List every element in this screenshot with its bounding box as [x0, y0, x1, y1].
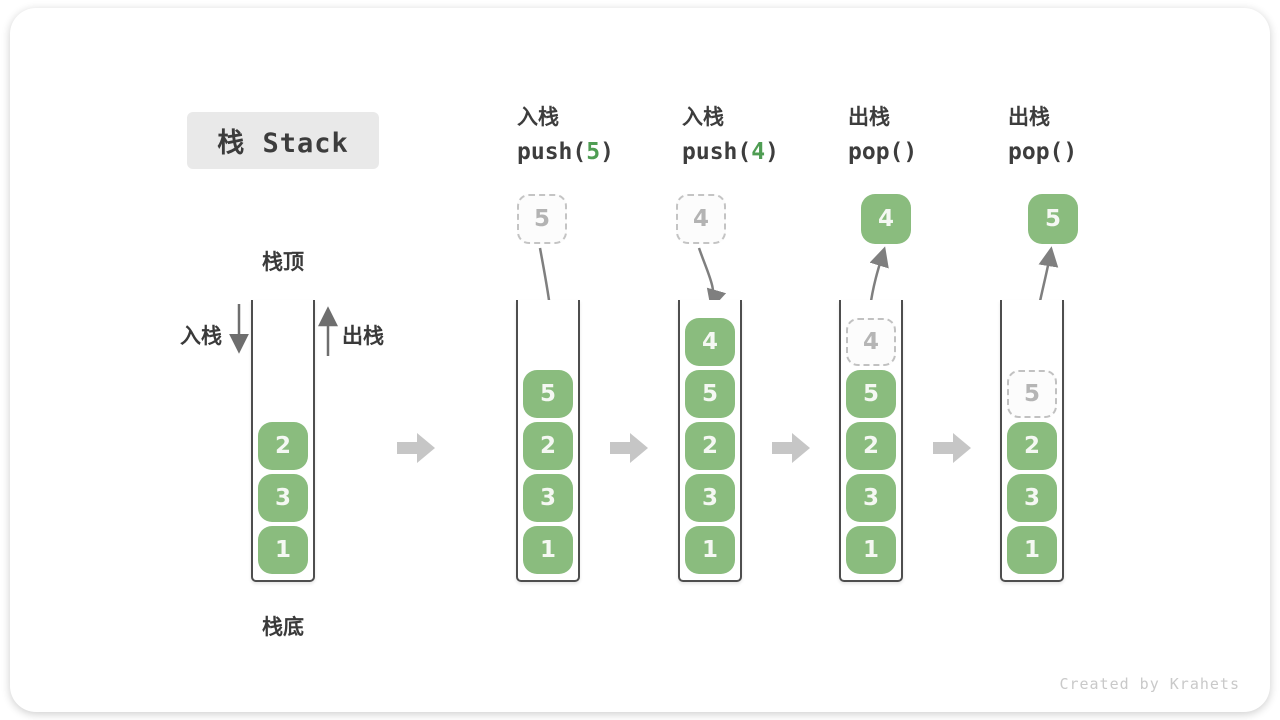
operation-code-arg: 5 [586, 139, 601, 165]
stack-bottom-label: 栈底 [262, 615, 304, 639]
stack-item: 3 [846, 474, 896, 522]
operation-code: pop() [848, 139, 1018, 166]
operation-code-post: ) [903, 139, 918, 165]
operation-4: 出栈 pop() [1008, 104, 1178, 166]
operation-code-post: ) [765, 139, 779, 165]
operation-name: 入栈 [517, 105, 559, 129]
operation-1: 入栈 push(5) [517, 104, 687, 166]
stack-item: 2 [258, 422, 308, 470]
stack-item: 5 [846, 370, 896, 418]
stack-item: 2 [523, 422, 573, 470]
operation-code-pre: pop( [848, 139, 904, 165]
push-direction-label: 入栈 [180, 324, 222, 348]
operation-name: 出栈 [848, 105, 890, 129]
push-arrow [697, 247, 727, 310]
stack-item: 5 [523, 370, 573, 418]
stack-item: 4 [685, 318, 735, 366]
operation-code-pre: push( [517, 139, 587, 165]
stack-item: 3 [523, 474, 573, 522]
floating-item: 4 [676, 194, 726, 244]
stack-item: 2 [846, 422, 896, 470]
operation-code-post: ) [1063, 139, 1078, 165]
flow-arrow-icon [771, 433, 810, 463]
operation-2: 入栈 push(4) [682, 104, 852, 166]
stack-item: 2 [685, 422, 735, 470]
stack-item: 1 [258, 526, 308, 574]
stack-item: 5 [685, 370, 735, 418]
floating-item: 4 [861, 194, 911, 244]
watermark: Created by Krahets [1059, 675, 1240, 693]
stack-item: 1 [685, 526, 735, 574]
stack-item: 2 [1007, 422, 1057, 470]
title-text: 栈 Stack [217, 128, 349, 159]
operation-code: push(4) [682, 139, 852, 166]
operation-3: 出栈 pop() [848, 104, 1018, 166]
stack-item: 1 [846, 526, 896, 574]
operation-code: pop() [1008, 139, 1178, 166]
operation-code-arg: 4 [751, 139, 766, 165]
operation-code-post: ) [600, 139, 614, 165]
flow-arrow-icon [396, 433, 435, 463]
operation-name: 入栈 [682, 105, 724, 129]
floating-item: 5 [517, 194, 567, 244]
stack-item: 3 [685, 474, 735, 522]
operation-code-pre: push( [682, 139, 752, 165]
floating-item: 5 [1028, 194, 1078, 244]
pop-direction-label: 出栈 [342, 324, 384, 348]
ghost-item: 5 [1007, 370, 1057, 418]
flow-arrow-icon [932, 433, 971, 463]
stack-item: 3 [1007, 474, 1057, 522]
operation-code: push(5) [517, 139, 687, 166]
stack-top-label: 栈顶 [262, 250, 304, 274]
operation-name: 出栈 [1008, 105, 1050, 129]
title-box: 栈 Stack [187, 112, 379, 169]
flow-arrow-icon [610, 433, 648, 463]
ghost-item: 4 [846, 318, 896, 366]
stack-item: 1 [1007, 526, 1057, 574]
stack-item: 3 [258, 474, 308, 522]
stack-item: 1 [523, 526, 573, 574]
operation-code-pre: pop( [1008, 139, 1064, 165]
